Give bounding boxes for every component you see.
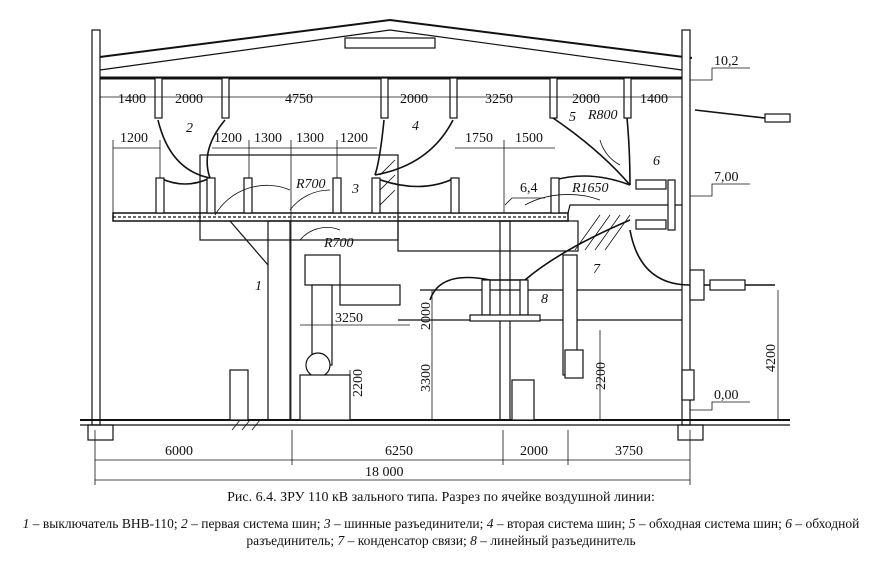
legend-text-5: – обходная система шин; (635, 516, 786, 531)
elevation-bypass: 7,00 (714, 170, 739, 185)
dim-bottom-2: 6250 (385, 444, 413, 459)
figure-legend: 1 – выключатель ВНВ-110; 2 – первая сист… (0, 515, 882, 549)
dim-top-1: 1400 (118, 92, 146, 107)
dim-2000-vertical: 2000 (419, 302, 434, 330)
elevation-roof: 10,2 (714, 54, 739, 69)
figure-caption-title: Рис. 6.4. ЗРУ 110 кВ зального типа. Разр… (227, 490, 655, 505)
substation-section-drawing: 1400 2000 4750 2000 3250 2000 1400 1200 … (80, 18, 791, 485)
dim-2200-right: 2200 (594, 362, 609, 390)
dim-second-4: 1300 (296, 131, 324, 146)
radius-r1650: R1650 (571, 181, 609, 196)
callout-6: 6 (653, 154, 660, 169)
radius-r700-b: R700 (323, 236, 354, 251)
dim-top-5: 3250 (485, 92, 513, 107)
legend-num-8: 8 (470, 533, 477, 548)
dim-second-1: 1200 (120, 131, 148, 146)
legend-num-4: 4 (486, 516, 494, 531)
dim-second-6: 1750 (465, 131, 493, 146)
legend-num-2: 2 (180, 516, 188, 531)
dim-top-7: 1400 (640, 92, 668, 107)
dim-3300-vertical: 3300 (419, 364, 434, 392)
callout-2: 2 (186, 121, 193, 136)
dim-top-3: 4750 (285, 92, 313, 107)
legend-num-7: 7 (337, 533, 345, 548)
building-structure (80, 18, 791, 441)
legend-num-5: 5 (628, 516, 636, 531)
elevation-ground: 0,00 (714, 388, 739, 403)
dimension-lines (94, 67, 779, 485)
dim-top-6: 2000 (572, 92, 600, 107)
radius-r700-a: R700 (295, 177, 326, 192)
dim-4200-vertical: 4200 (764, 344, 779, 372)
legend-text-8: – линейный разъединитель (476, 533, 636, 548)
dim-bottom-3: 2000 (520, 444, 548, 459)
legend-num-6: 6 (785, 516, 793, 531)
legend-text-7: – конденсатор связи; (344, 533, 471, 548)
callout-8: 8 (541, 292, 548, 307)
legend-num-3: 3 (323, 516, 331, 531)
legend-text-3: – шинные разъединители; (330, 516, 487, 531)
dim-second-3: 1300 (254, 131, 282, 146)
dim-second-7: 1500 (515, 131, 543, 146)
callout-1: 1 (255, 279, 262, 294)
dim-second-5: 1200 (340, 131, 368, 146)
legend-text-6: – обходной разъединитель; (246, 516, 860, 548)
dim-bottom-4: 3750 (615, 444, 643, 459)
dim-total: 18 000 (365, 465, 404, 480)
dim-top-2: 2000 (175, 92, 203, 107)
dim-2200-left: 2200 (351, 369, 366, 397)
dim-second-2: 1200 (214, 131, 242, 146)
legend-num-1: 1 (22, 516, 30, 531)
legend-text-2: – первая система шин; (187, 516, 324, 531)
dim-bottom-1: 6000 (165, 444, 193, 459)
callout-3: 3 (351, 182, 359, 197)
dimension-labels: 1400 2000 4750 2000 3250 2000 1400 1200 … (118, 54, 779, 480)
radius-r800: R800 (587, 108, 618, 123)
callout-7: 7 (593, 262, 601, 277)
legend-text-4: – вторая система шин; (493, 516, 629, 531)
level-6-4: 6,4 (520, 181, 538, 196)
callout-4: 4 (412, 119, 419, 134)
legend-text-1: – выключатель ВНВ-110; (29, 516, 181, 531)
dim-3250: 3250 (335, 311, 363, 326)
dim-top-4: 2000 (400, 92, 428, 107)
callout-5: 5 (569, 110, 576, 125)
